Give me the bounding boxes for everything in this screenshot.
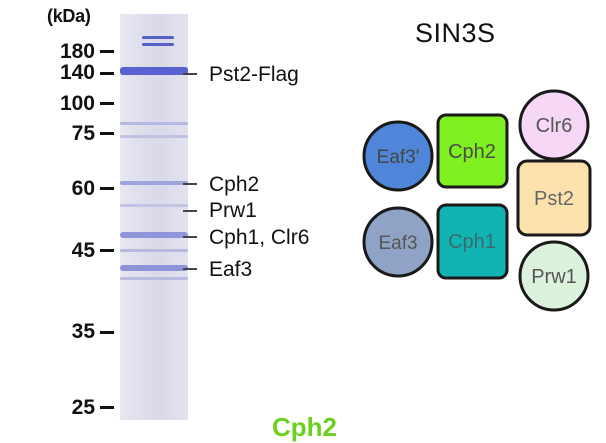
subunit-label-clr6: Clr6 bbox=[536, 115, 573, 137]
subunit-clr6: Clr6 bbox=[518, 89, 590, 161]
band-label-pst2-flag: Pst2-Flag bbox=[209, 63, 299, 86]
gel-band-cph2 bbox=[120, 181, 188, 185]
marker-label-180: 180 bbox=[59, 40, 95, 63]
gel-band-faint-5 bbox=[120, 277, 188, 280]
sin3s-complex-diagram: Eaf3' Cph2 Clr6 Pst2 Eaf3 Cph1 Prw1 bbox=[362, 89, 592, 312]
complex-title: SIN3S bbox=[415, 18, 496, 48]
subunit-prw1: Prw1 bbox=[518, 240, 590, 312]
marker-label-75: 75 bbox=[71, 122, 95, 145]
subunit-label-eaf3: Eaf3 bbox=[378, 233, 417, 254]
marker-tick-140 bbox=[100, 72, 114, 75]
band-label-prw1: Prw1 bbox=[209, 199, 257, 222]
band-pointer-pst2-flag bbox=[183, 73, 197, 75]
gel-band-top-doublet-2 bbox=[142, 43, 174, 46]
band-pointer-prw1 bbox=[183, 210, 197, 212]
subunit-cph2: Cph2 bbox=[436, 113, 509, 189]
gel-band-cph1-clr6 bbox=[120, 232, 188, 238]
subunit-eaf3: Eaf3 bbox=[362, 206, 434, 278]
gel-lane bbox=[120, 14, 188, 420]
marker-tick-60 bbox=[100, 187, 114, 190]
band-pointer-cph1-clr6 bbox=[183, 236, 197, 238]
marker-label-25: 25 bbox=[71, 396, 95, 419]
gel-band-faint-1 bbox=[120, 122, 188, 125]
gel-band-faint-4 bbox=[120, 249, 188, 252]
bottom-label-cph2: Cph2 bbox=[272, 412, 337, 442]
band-label-cph2: Cph2 bbox=[209, 173, 260, 196]
subunit-cph1: Cph1 bbox=[436, 203, 509, 280]
marker-label-100: 100 bbox=[59, 92, 95, 115]
marker-label-35: 35 bbox=[71, 320, 95, 343]
subunit-label-cph2: Cph2 bbox=[448, 141, 496, 163]
subunit-label-prw1: Prw1 bbox=[531, 266, 577, 288]
gel-band-top-doublet-1 bbox=[142, 36, 174, 39]
subunit-label-pst2: Pst2 bbox=[534, 188, 574, 210]
band-label-cph1-clr6: Cph1, Clr6 bbox=[209, 226, 310, 249]
marker-label-60: 60 bbox=[71, 177, 95, 200]
marker-tick-100 bbox=[100, 102, 114, 105]
marker-tick-35 bbox=[100, 331, 114, 334]
marker-tick-25 bbox=[100, 406, 114, 409]
gel-band-pst2-flag bbox=[120, 67, 188, 75]
gel-band-faint-3 bbox=[120, 204, 188, 207]
band-pointer-eaf3 bbox=[183, 268, 197, 270]
molecular-weight-unit: (kDa) bbox=[47, 6, 91, 26]
marker-tick-75 bbox=[100, 132, 114, 135]
subunit-label-eaf3-prime: Eaf3' bbox=[377, 147, 420, 168]
band-pointer-cph2 bbox=[183, 183, 197, 185]
subunit-pst2: Pst2 bbox=[516, 159, 592, 237]
marker-label-45: 45 bbox=[71, 239, 95, 262]
band-label-eaf3: Eaf3 bbox=[209, 258, 253, 281]
gel-band-faint-2 bbox=[120, 135, 188, 138]
gel-band-eaf3 bbox=[120, 265, 188, 271]
marker-label-140: 140 bbox=[59, 61, 95, 84]
marker-tick-45 bbox=[100, 249, 114, 252]
subunit-eaf3-prime: Eaf3' bbox=[362, 120, 434, 192]
subunit-label-cph1: Cph1 bbox=[448, 231, 496, 253]
marker-tick-180 bbox=[100, 50, 114, 53]
